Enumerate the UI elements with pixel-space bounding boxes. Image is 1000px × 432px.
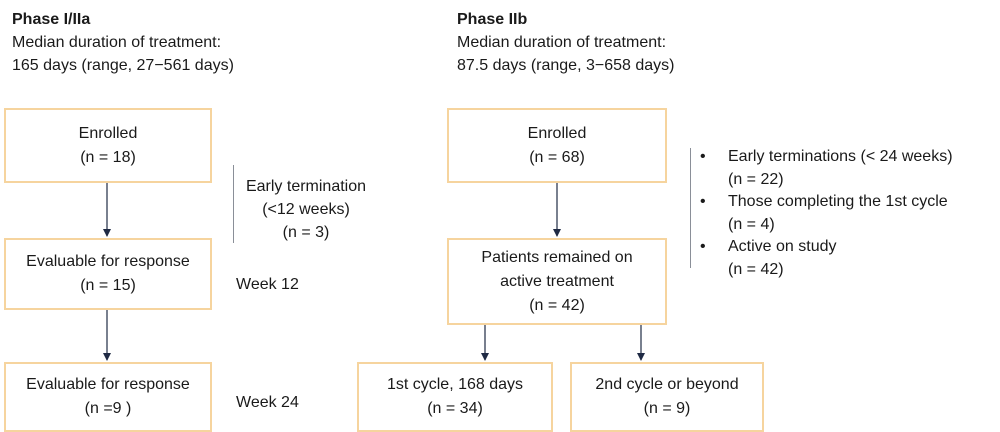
box-label: Enrolled	[78, 124, 138, 142]
list-item: (n = 42)	[700, 259, 953, 282]
list-item: • Those completing the 1st cycle	[700, 191, 953, 214]
box-phase1-evaluable-week12: Evaluable for response (n = 15)	[4, 238, 212, 310]
phase2-median-label: Median duration of treatment:	[457, 34, 667, 51]
phase2-title: Phase IIb	[457, 11, 528, 28]
list-item: • Active on study	[700, 236, 953, 259]
box-phase2-enrolled: Enrolled (n = 68)	[447, 108, 667, 183]
box-line1: Patients remained on	[481, 248, 633, 266]
week12-label: Week 12	[236, 276, 299, 293]
bullets-divider	[690, 148, 691, 268]
phase1-title: Phase I/IIa	[12, 11, 91, 28]
termination-count: (n = 3)	[282, 224, 330, 241]
phase2-median-value: 87.5 days (range, 3−658 days)	[457, 57, 675, 74]
list-item: (n = 22)	[700, 169, 953, 192]
bullet-icon: •	[700, 238, 706, 255]
box-count: (n = 34)	[427, 400, 483, 417]
phase1-header: Phase I/IIa Median duration of treatment…	[12, 8, 234, 77]
box-phase1-evaluable-week24: Evaluable for response (n =9 )	[4, 362, 212, 432]
box-phase2-first-cycle: 1st cycle, 168 days (n = 34)	[357, 362, 553, 432]
phase2-header: Phase IIb Median duration of treatment: …	[457, 8, 674, 77]
box-label: Evaluable for response	[26, 253, 190, 270]
list-item-count: (n = 4)	[728, 215, 775, 233]
week24-label: Week 24	[236, 394, 299, 411]
early-termination-note: Early termination (<12 weeks) (n = 3)	[236, 175, 376, 244]
phase1-median-value: 165 days (range, 27−561 days)	[12, 57, 234, 74]
box-label: Enrolled	[527, 124, 587, 142]
box-count: (n = 18)	[80, 148, 136, 166]
bullet-icon: •	[700, 193, 706, 210]
termination-divider	[233, 165, 234, 243]
box-count: (n = 9)	[643, 400, 691, 417]
list-item-label: Active on study	[728, 238, 837, 255]
list-item-count: (n = 42)	[728, 260, 784, 278]
list-item-label: Those completing the 1st cycle	[728, 193, 948, 210]
box-label: 2nd cycle or beyond	[595, 376, 739, 393]
box-phase2-second-cycle: 2nd cycle or beyond (n = 9)	[570, 362, 764, 432]
box-line2: active treatment	[500, 272, 614, 290]
termination-criteria: (<12 weeks)	[262, 201, 350, 218]
list-item-label: Early terminations (< 24 weeks)	[728, 148, 953, 165]
termination-label: Early termination	[245, 178, 367, 195]
list-item-count: (n = 22)	[728, 170, 784, 188]
phase1-median-label: Median duration of treatment:	[12, 34, 222, 51]
box-count: (n = 42)	[529, 296, 585, 314]
phase2-outcome-list: • Early terminations (< 24 weeks) (n = 2…	[700, 146, 953, 281]
list-item: (n = 4)	[700, 214, 953, 237]
box-phase2-active-treatment: Patients remained on active treatment (n…	[447, 238, 667, 325]
box-count: (n = 15)	[80, 277, 136, 294]
bullet-icon: •	[700, 148, 706, 165]
box-label: Evaluable for response	[26, 376, 190, 393]
box-count: (n =9 )	[84, 400, 132, 417]
box-phase1-enrolled: Enrolled (n = 18)	[4, 108, 212, 183]
box-label: 1st cycle, 168 days	[386, 376, 524, 393]
list-item: • Early terminations (< 24 weeks)	[700, 146, 953, 169]
box-count: (n = 68)	[529, 148, 585, 166]
